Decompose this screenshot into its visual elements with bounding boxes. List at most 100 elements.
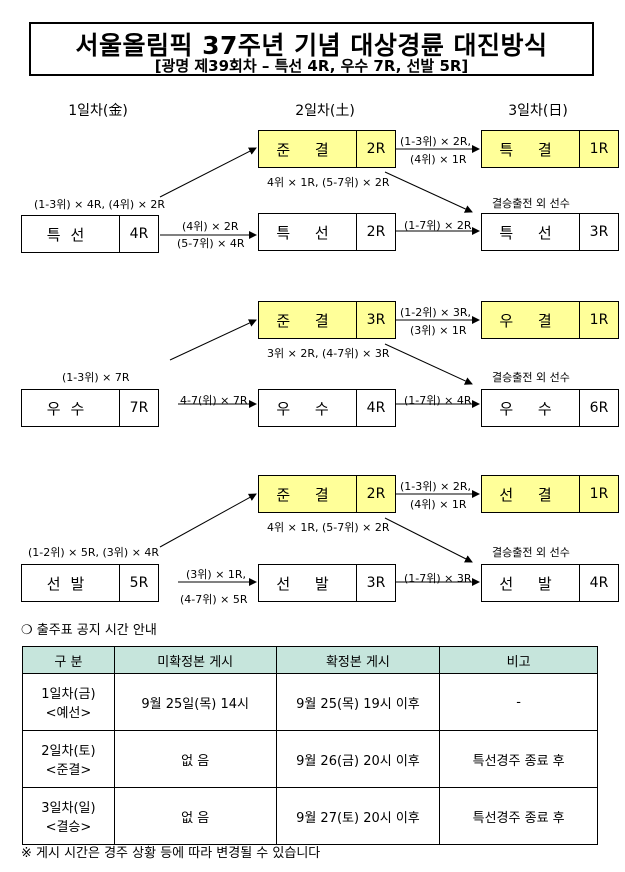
label-semi-out-1: 4위 × 1R, (5-7위) × 2R: [267, 176, 390, 189]
final-rounds-1: 1R: [579, 131, 618, 167]
label-to-semi-3: (1-2위) × 5R, (3위) × 4R: [28, 546, 160, 559]
day3-rounds-3: 4R: [579, 565, 618, 601]
day2-name-2: 우 수: [276, 399, 339, 418]
table-row: 1일차(금)<예선> 9월 25일(목) 14시 9월 25(목) 19시 이후…: [22, 673, 598, 731]
row-note: 특선경주 종료 후: [439, 787, 598, 845]
row-draft: 9월 25일(목) 14시: [113, 673, 277, 731]
title-box: 서울올림픽 37주년 기념 대상경륜 대진방식 [광명 제39회차 – 특선 4…: [29, 22, 594, 76]
row-final: 9월 26(금) 20시 이후: [275, 730, 441, 788]
start-box-2: 우수 7R: [21, 389, 159, 427]
day2-header: 2일차(土): [295, 103, 355, 119]
label-final-a-3: (1-3위) × 2R,: [400, 480, 472, 493]
day3-name-2: 우 수: [499, 399, 562, 418]
semi-name-2: 준 결: [276, 311, 339, 330]
row-category: 1일차(금)<예선>: [22, 673, 115, 731]
label-final-b-3: (4위) × 1R: [410, 498, 467, 511]
row-draft: 없 음: [113, 787, 277, 845]
arrow-semi-to-day3-1: [384, 171, 473, 213]
day2-box-2: 우 수 4R: [258, 389, 396, 427]
label-to-semi-2: (1-3위) × 7R: [62, 371, 130, 384]
arrow-start-to-semi-2: [169, 319, 257, 361]
day2-rounds-2: 4R: [356, 390, 395, 426]
semi-rounds-3: 2R: [356, 476, 395, 512]
final-name-3: 선 결: [499, 485, 562, 504]
arrow-start-to-semi-1: [159, 147, 257, 198]
notice-heading: ❍ 출주표 공지 시간 안내: [21, 623, 157, 638]
page-subtitle: [광명 제39회차 – 특선 4R, 우수 7R, 선발 5R]: [154, 57, 469, 75]
label-to-day2-a-2: 4-7(위) × 7R: [180, 394, 248, 407]
start-name-1: 특선: [46, 225, 95, 244]
day2-rounds-3: 3R: [356, 565, 395, 601]
table-row: 2일차(토)<준결> 없 음 9월 26(금) 20시 이후 특선경주 종료 후: [22, 730, 598, 788]
day3-name-3: 선 발: [499, 574, 562, 593]
label-to-day2-a-3: (3위) × 1R,: [186, 568, 247, 581]
row-final: 9월 25(목) 19시 이후: [275, 673, 441, 731]
label-semi-out-2: 3위 × 2R, (4-7위) × 3R: [267, 347, 390, 360]
label-semi-out-3: 4위 × 1R, (5-7위) × 2R: [267, 521, 390, 534]
label-final-b-2: (3위) × 1R: [410, 324, 467, 337]
day2-name-1: 특 선: [276, 223, 339, 242]
semi-box-1: 준 결 2R: [258, 130, 396, 168]
arrow-start-to-semi-3: [159, 493, 257, 548]
semi-box-2: 준 결 3R: [258, 301, 396, 339]
final-name-1: 특 결: [499, 140, 562, 159]
day3-name-1: 특 선: [499, 223, 562, 242]
row-category: 2일차(토)<준결>: [22, 730, 115, 788]
semi-name-1: 준 결: [276, 140, 339, 159]
start-box-1: 특선 4R: [21, 215, 159, 253]
day3-rounds-1: 3R: [579, 214, 618, 250]
row-note: -: [439, 673, 598, 731]
footnote: ※ 게시 시간은 경주 상황 등에 따라 변경될 수 있습니다: [21, 846, 321, 861]
semi-rounds-1: 2R: [356, 131, 395, 167]
header-draft: 미확정본 게시: [113, 646, 277, 674]
final-box-1: 특 결 1R: [481, 130, 619, 168]
final-rounds-2: 1R: [579, 302, 618, 338]
semi-box-3: 준 결 2R: [258, 475, 396, 513]
semi-rounds-2: 3R: [356, 302, 395, 338]
arrow-semi-to-day3-3: [384, 517, 473, 563]
final-name-2: 우 결: [499, 311, 562, 330]
start-name-3: 선발: [46, 574, 95, 593]
label-day3-1: (1-7위) × 2R: [404, 219, 472, 232]
label-final-a-1: (1-3위) × 2R,: [400, 135, 472, 148]
day3-box-2: 우 수 6R: [481, 389, 619, 427]
label-day3-2: (1-7위) × 4R: [404, 394, 472, 407]
day1-header: 1일차(金): [68, 103, 128, 119]
label-final-a-2: (1-2위) × 3R,: [400, 306, 472, 319]
start-box-3: 선발 5R: [21, 564, 159, 602]
label-final-b-1: (4위) × 1R: [410, 153, 467, 166]
arrow-semi-to-day3-2: [384, 343, 473, 385]
semi-name-3: 준 결: [276, 485, 339, 504]
row-category: 3일차(일)<결승>: [22, 787, 115, 845]
label-day3-3: (1-7위) × 3R: [404, 572, 472, 585]
schedule-table: 구 분 미확정본 게시 확정본 게시 비고 1일차(금)<예선> 9월 25일(…: [22, 646, 598, 845]
row-note: 특선경주 종료 후: [439, 730, 598, 788]
day3-box-1: 특 선 3R: [481, 213, 619, 251]
final-box-2: 우 결 1R: [481, 301, 619, 339]
start-rounds-3: 5R: [119, 565, 158, 601]
final-box-3: 선 결 1R: [481, 475, 619, 513]
row-final: 9월 27(토) 20시 이후: [275, 787, 441, 845]
header-category: 구 분: [22, 646, 115, 674]
day3-header: 3일차(日): [508, 103, 568, 119]
row-draft: 없 음: [113, 730, 277, 788]
label-to-day2-b-1: (5-7위) × 4R: [177, 237, 245, 250]
label-extra-1: 결승출전 외 선수: [492, 197, 570, 210]
start-name-2: 우수: [46, 399, 95, 418]
day2-box-3: 선 발 3R: [258, 564, 396, 602]
day2-name-3: 선 발: [276, 574, 339, 593]
start-rounds-1: 4R: [119, 216, 158, 252]
label-to-semi-1: (1-3위) × 4R, (4위) × 2R: [34, 198, 166, 211]
label-to-day2-a-1: (4위) × 2R: [182, 220, 239, 233]
final-rounds-3: 1R: [579, 476, 618, 512]
table-row: 3일차(일)<결승> 없 음 9월 27(토) 20시 이후 특선경주 종료 후: [22, 787, 598, 845]
table-header-row: 구 분 미확정본 게시 확정본 게시 비고: [22, 646, 598, 674]
header-final: 확정본 게시: [275, 646, 441, 674]
start-rounds-2: 7R: [119, 390, 158, 426]
label-extra-3: 결승출전 외 선수: [492, 546, 570, 559]
header-note: 비고: [439, 646, 598, 674]
day2-box-1: 특 선 2R: [258, 213, 396, 251]
label-to-day2-b-3: (4-7위) × 5R: [180, 593, 248, 606]
day3-box-3: 선 발 4R: [481, 564, 619, 602]
